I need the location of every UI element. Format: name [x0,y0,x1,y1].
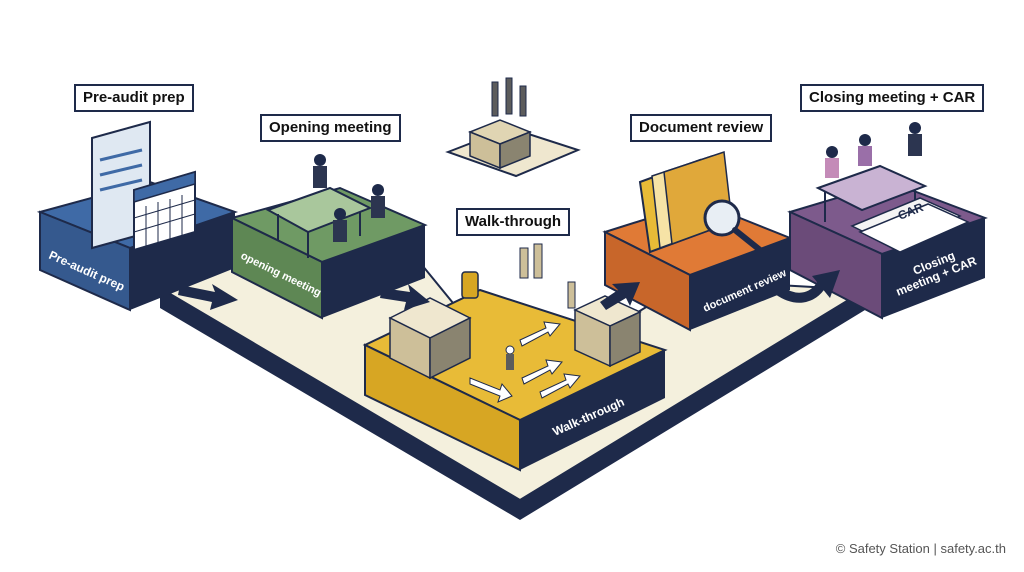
flow-arrow-2 [380,284,430,310]
title-walk-through: Walk-through [456,208,571,236]
magnifier-icon [703,199,763,253]
title-closing-meeting: Closing meeting + CAR [800,84,985,112]
calendar-icon [133,170,196,252]
flow-arrow-3 [600,282,640,310]
factory-icon [445,77,581,178]
car-document-icon: CAR [850,197,970,253]
meeting-table-icon [265,154,385,258]
title-document-review: Document review [630,114,773,142]
closing-table-icon [815,122,928,222]
walk-path-arrows [469,321,581,403]
flow-arrow-1 [178,284,238,310]
title-opening-meeting: Opening meeting [260,114,401,142]
copyright-footer: © Safety Station | safety.ac.th [835,541,1006,556]
plant-buildings-icon [388,243,642,380]
title-pre-audit-prep: Pre-audit prep [74,84,194,112]
folder-icon [638,150,733,254]
flow-arrow-4 [775,270,840,303]
